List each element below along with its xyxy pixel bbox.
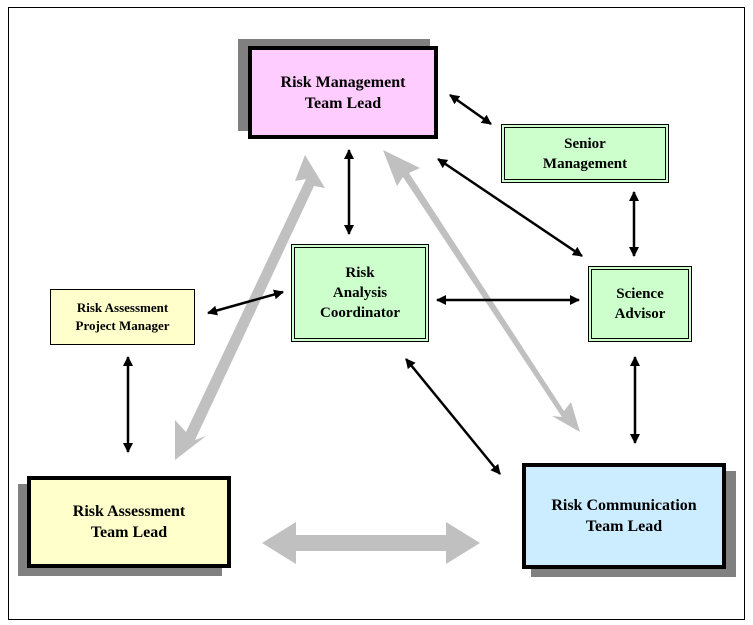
diagram-frame [8, 7, 745, 620]
node-risk-assessment-project-manager: Risk Assessment Project Manager [50, 289, 195, 345]
gray-arrow-mgmt-to-communication [383, 150, 580, 432]
gray-arrow-assessment-to-communication [262, 522, 480, 564]
arrow-mgmt-science [437, 157, 583, 258]
node-label: Risk Communication Team Lead [551, 497, 697, 535]
arrow-coordinator-communication [405, 358, 501, 475]
node-label: Risk Analysis Coordinator [320, 265, 400, 321]
node-risk-communication-team-lead: Risk Communication Team Lead [522, 463, 726, 569]
arrow-pm-coordinator [207, 289, 284, 316]
node-science-advisor: Science Advisor [588, 266, 692, 342]
node-label: Risk Assessment Team Lead [72, 503, 186, 541]
node-label: Science Advisor [614, 286, 666, 322]
node-label: Risk Assessment Project Manager [75, 300, 170, 333]
node-risk-assessment-team-lead: Risk Assessment Team Lead [27, 476, 231, 568]
arrow-mgmt-senior [449, 93, 492, 126]
node-label: Senior Management [542, 135, 628, 172]
node-risk-analysis-coordinator: Risk Analysis Coordinator [291, 244, 429, 342]
node-label: Risk Management Team Lead [280, 73, 406, 112]
node-senior-management: Senior Management [501, 124, 669, 183]
node-risk-management-team-lead: Risk Management Team Lead [248, 46, 438, 139]
